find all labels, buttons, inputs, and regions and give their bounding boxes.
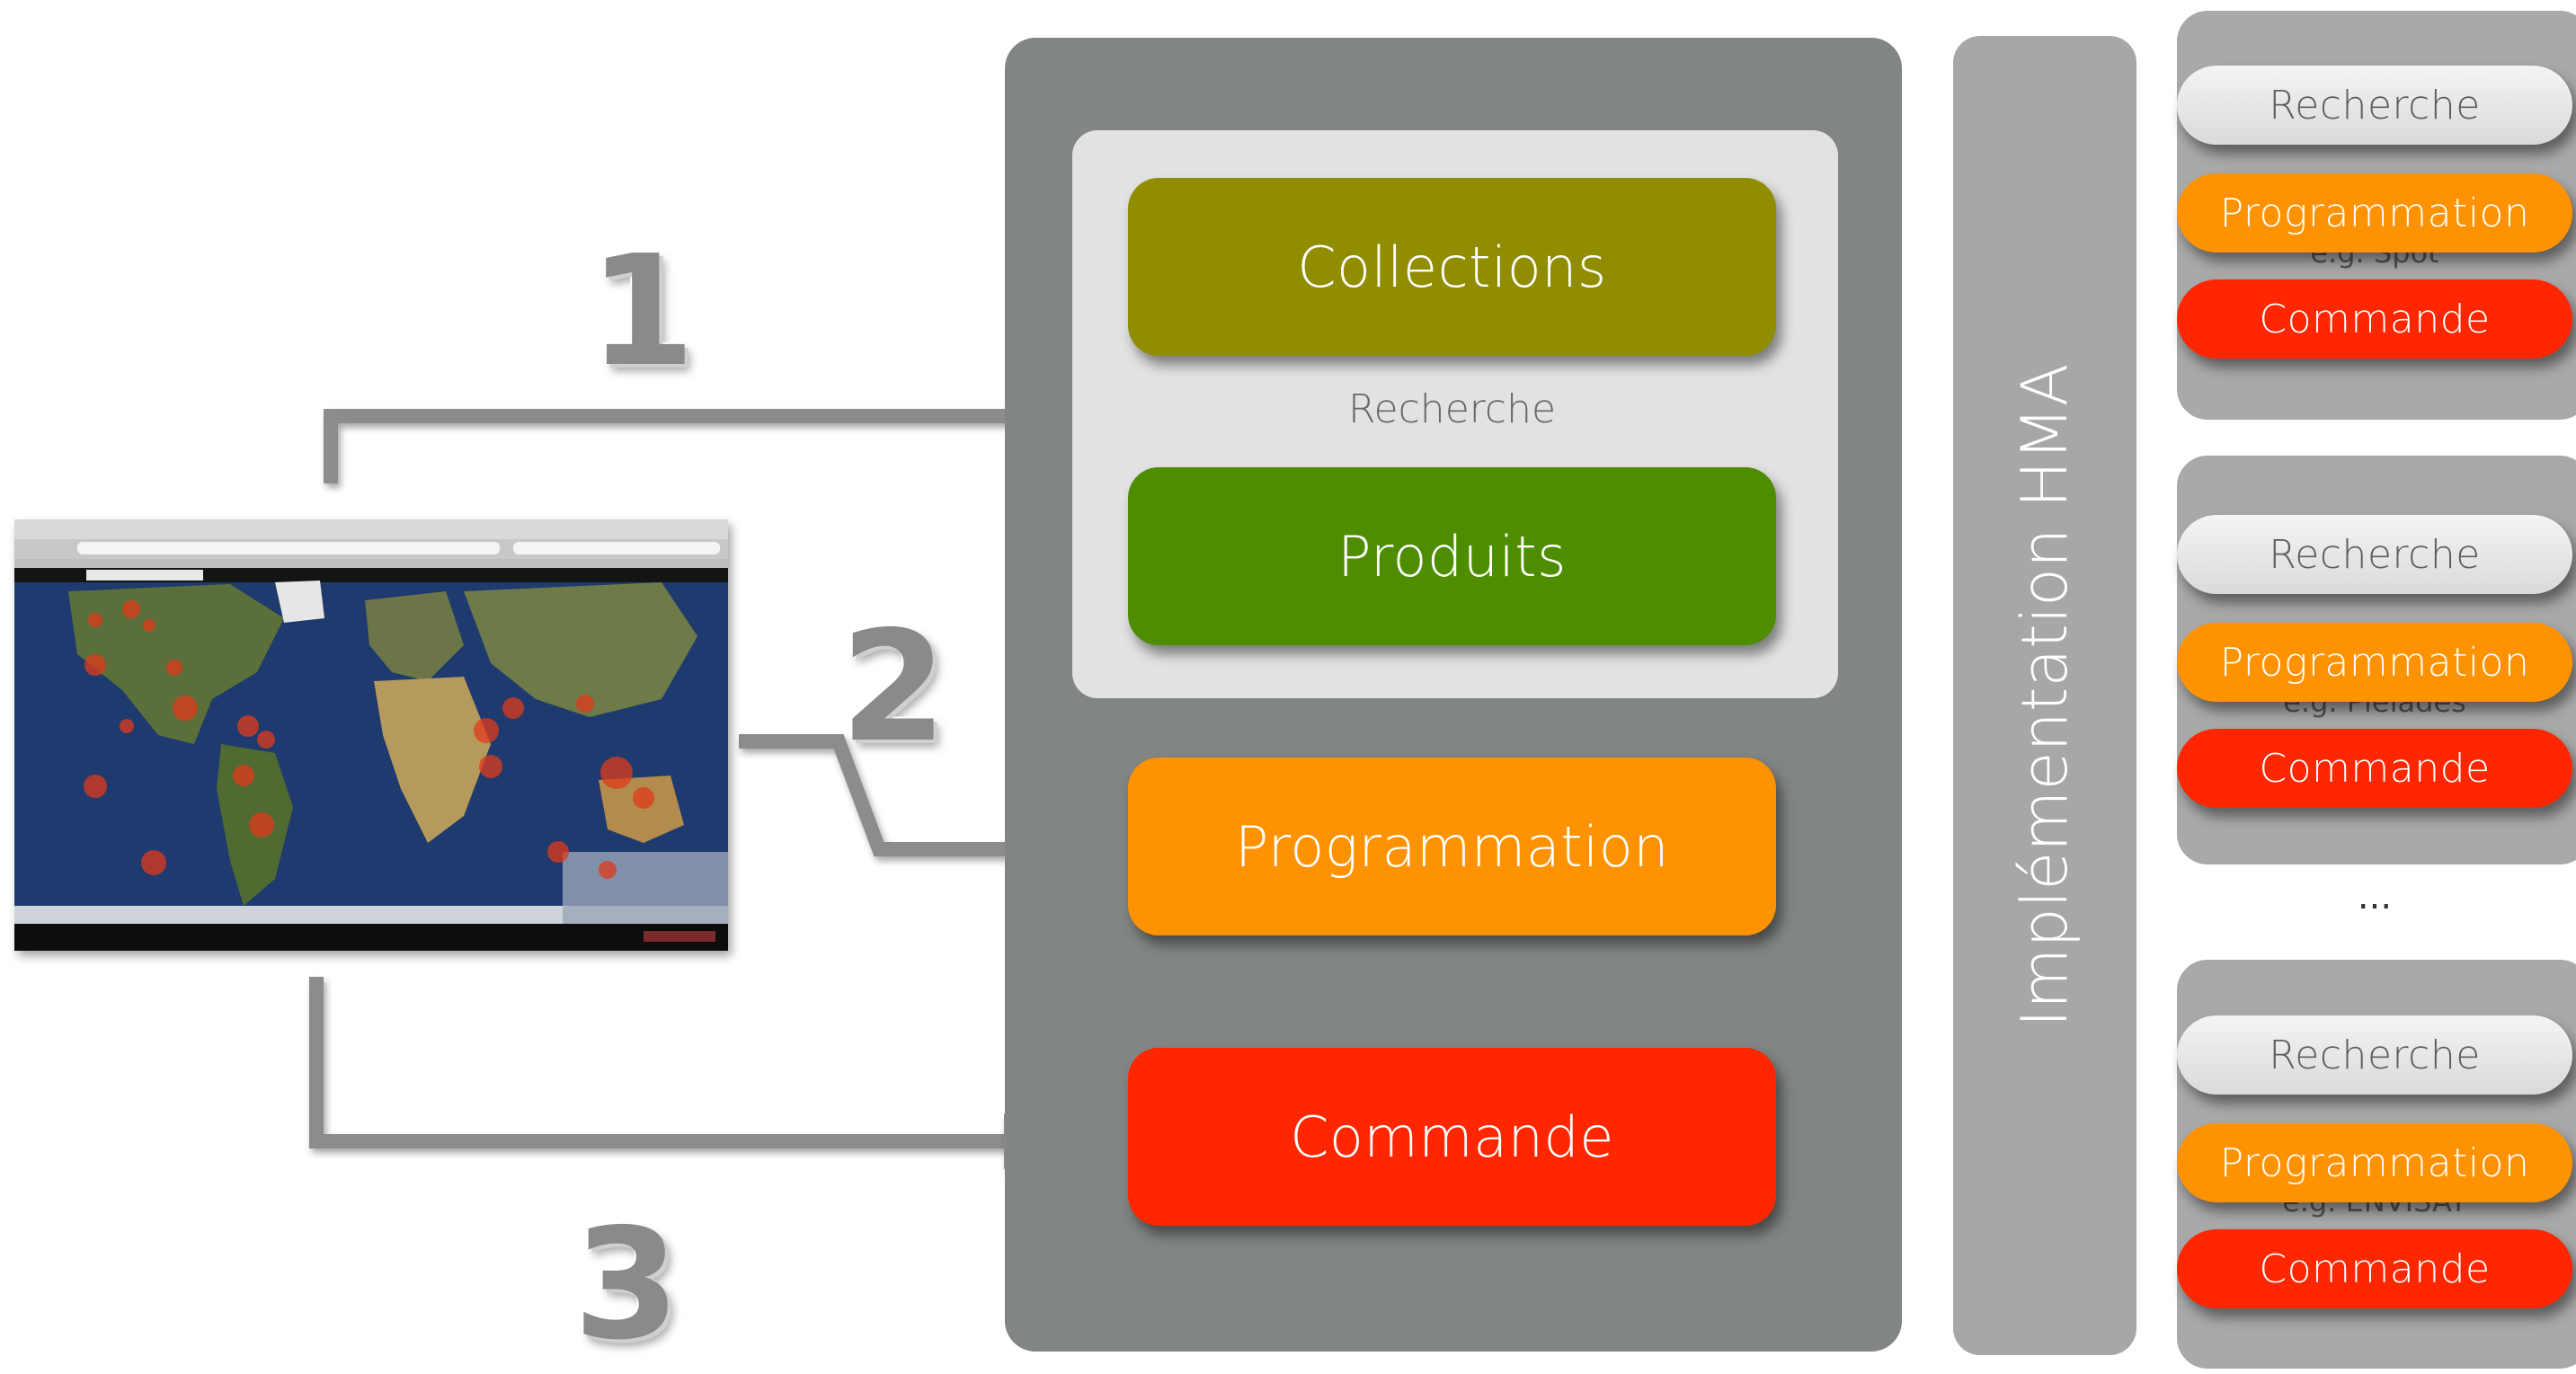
collections-box: Collections — [1128, 178, 1776, 356]
provider-3-programmation: Programmation — [2177, 1123, 2572, 1202]
step-number-2: 2 — [840, 598, 947, 776]
provider-2-commande: Commande — [2177, 729, 2572, 808]
arrow-2-line — [739, 734, 1025, 856]
provider-2-recherche: Recherche — [2177, 515, 2572, 594]
step-number-3: 3 — [573, 1196, 680, 1374]
recherche-label: Recherche — [1347, 386, 1557, 432]
providers-ellipsis: ... — [2357, 876, 2393, 917]
map-image — [14, 519, 728, 951]
world-map-screenshot — [14, 519, 728, 951]
commande-box: Commande — [1128, 1048, 1776, 1226]
provider-1-recherche: Recherche — [2177, 66, 2572, 145]
provider-1-programmation: Programmation — [2177, 173, 2572, 253]
produits-box: Produits — [1128, 467, 1776, 645]
arrow-1-line — [324, 409, 1025, 483]
arrow-3-line — [309, 977, 1011, 1148]
provider-3-recherche: Recherche — [2177, 1015, 2572, 1095]
hma-bar — [1953, 36, 2136, 1355]
provider-1-commande: Commande — [2177, 279, 2572, 359]
provider-2-programmation: Programmation — [2177, 623, 2572, 702]
step-number-1: 1 — [589, 223, 696, 401]
provider-3-commande: Commande — [2177, 1229, 2572, 1308]
hma-label: Implémentation HMA — [2008, 363, 2082, 1028]
programmation-box: Programmation — [1128, 758, 1776, 935]
